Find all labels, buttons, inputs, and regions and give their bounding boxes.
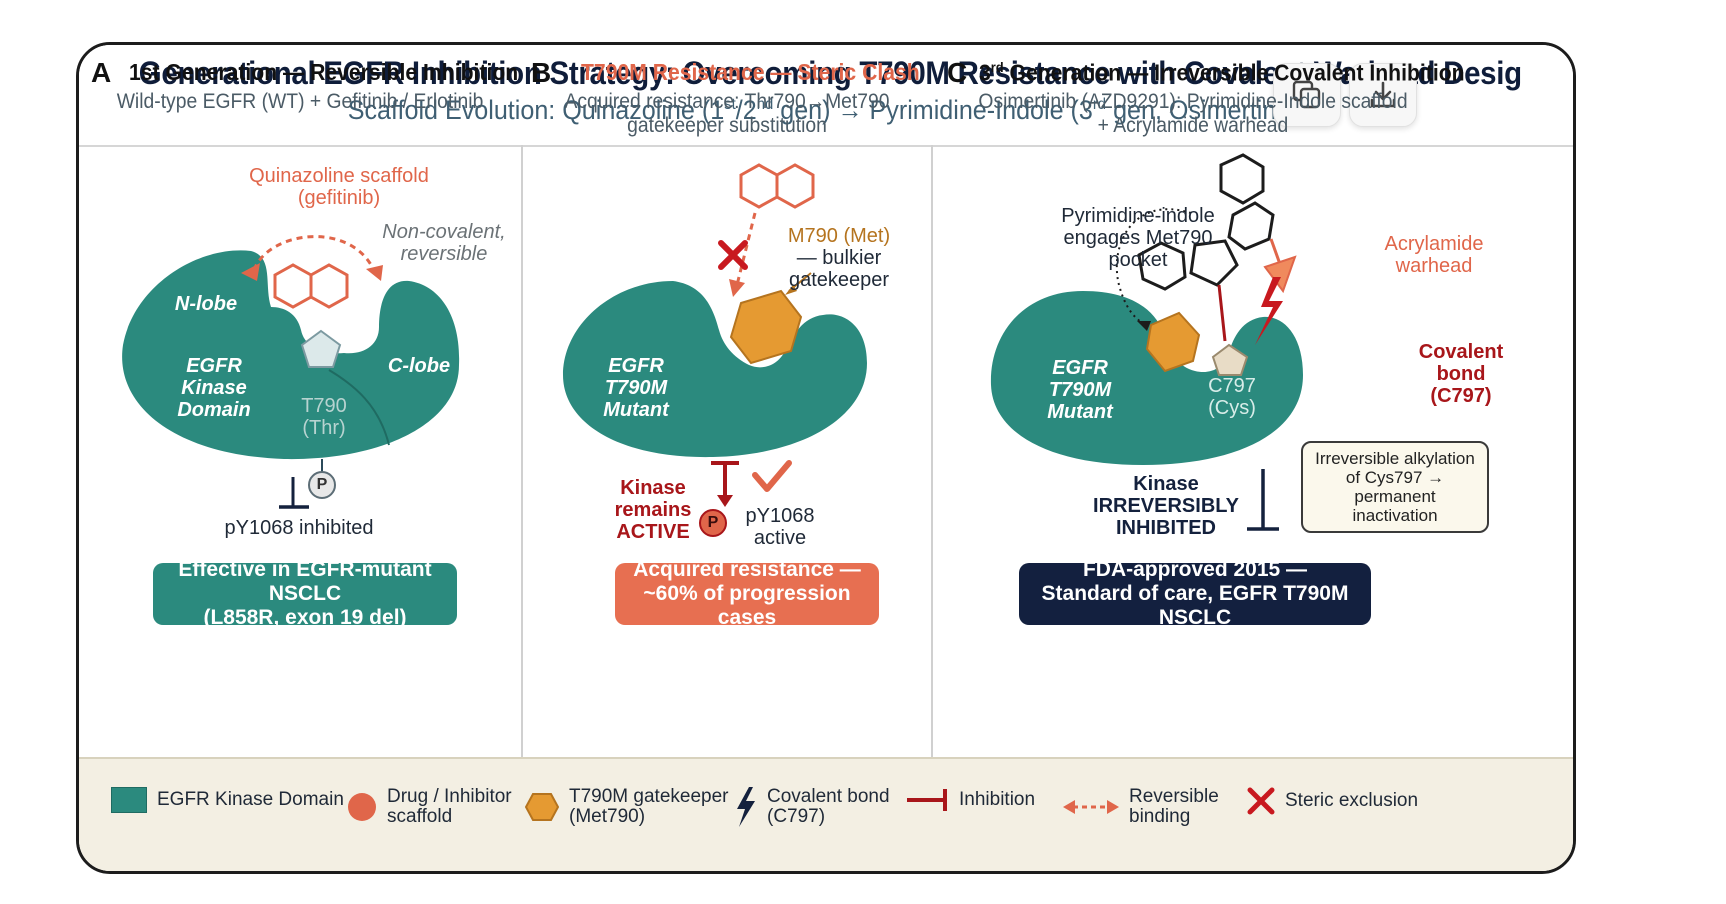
copy-icon: [1292, 80, 1321, 109]
reversible-arrow-icon: [1063, 800, 1119, 814]
download-button[interactable]: [1349, 63, 1417, 127]
quinazoline-molecule-b: [739, 163, 815, 209]
egfr-t790m-domain-shape: [563, 281, 867, 458]
met790-gatekeeper-shape: [729, 289, 803, 365]
legend-steric: Steric exclusion: [1247, 787, 1418, 815]
phospho-circle-a: [308, 471, 336, 499]
panel-a-title: 1st Generation — Reversible Inhibition: [129, 59, 519, 85]
reversible-arrow: [252, 235, 377, 274]
c-lobe-label: C-lobe: [387, 355, 451, 377]
panel-b: B T790M Resistance — Steric Clash Acquir…: [523, 45, 931, 657]
panel-a: A 1st Generation — Reversible Inhibition…: [79, 45, 521, 657]
phospho-b-label: P: [707, 514, 719, 531]
panel-divider-1: [521, 145, 523, 757]
phospho-circle-b: [699, 509, 727, 537]
covalent-bond-bolt: [1255, 277, 1283, 345]
inhibition-icon: [907, 789, 947, 811]
panel-a-diagram: [122, 235, 460, 509]
met790-gatekeeper-shape-c: [1145, 311, 1201, 373]
figure-card: Generational EGFR Inhibition Strategy: O…: [76, 42, 1576, 874]
active-check-icon: [752, 460, 792, 492]
panel-c-title: 3rd Generation — Irreversible Covalent I…: [979, 59, 1465, 86]
figure-subtitle: Scaffold Evolution: Quinazoline (1st/2nd…: [347, 95, 1305, 125]
legend-covalent: Covalent bond(C797): [733, 787, 890, 827]
lightning-icon: [737, 787, 755, 827]
egfr-kinase-domain-shape: [122, 250, 460, 460]
legend-inhibition: Inhibition: [907, 787, 1035, 813]
gatekeeper-swatch-icon: [525, 793, 559, 821]
panel-c: C 3rd Generation — Irreversible Covalent…: [933, 45, 1573, 657]
panel-c-diagram: [990, 153, 1303, 531]
panel-b-title: T790M Resistance — Steric Clash: [581, 59, 920, 85]
download-icon: [1370, 81, 1396, 108]
c797-label: C797(Cys): [1208, 375, 1256, 419]
panel-a-subtitle: Wild-type EGFR (WT) + Gefitinib / Erloti…: [116, 90, 484, 113]
legend-kinase: EGFR Kinase Domain: [111, 787, 344, 813]
panel-b-diagram: [563, 163, 867, 537]
quinazoline-label: Quinazoline scaffold(gefitinib): [249, 165, 429, 209]
panel-divider-2: [931, 145, 933, 757]
copy-button[interactable]: [1273, 63, 1341, 127]
c797-residue-shape: [1211, 343, 1249, 376]
t790-label: T790(Thr): [301, 395, 347, 439]
x-mark-icon: [1247, 787, 1275, 815]
n-lobe-label: N-lobe: [174, 293, 238, 315]
banner-b: Acquired resistance —~60% of progression…: [615, 558, 879, 629]
figure-header: Generational EGFR Inhibition Strategy: O…: [79, 45, 1573, 147]
kinase-swatch-icon: [111, 787, 147, 813]
t790-residue-shape: [300, 329, 342, 368]
readout-a: pY1068 inhibited: [224, 517, 374, 539]
panel-c-letter: C: [947, 57, 968, 88]
panel-b-letter: B: [531, 57, 552, 88]
legend-gatekeeper: T790M gatekeeper(Met790): [525, 787, 729, 827]
banner-c: FDA-approved 2015 —Standard of care, EGF…: [1019, 558, 1371, 629]
quinazoline-molecule: [273, 263, 349, 309]
pyrimidine-indole-molecule: [1137, 153, 1275, 291]
panel-c-subtitle: Osimertinib (AZD9291): Pyrimidine-Indole…: [978, 90, 1408, 137]
banner-a: Effective in EGFR-mutant NSCLC(L858R, ex…: [153, 558, 457, 629]
steric-exclusion-icon: [718, 240, 748, 270]
panel-a-letter: A: [91, 57, 112, 88]
engage-arrow: [1115, 208, 1192, 326]
egfr-t790m-domain-shape-c: [990, 291, 1303, 465]
binding-note: Non-covalent,reversible: [382, 221, 506, 265]
phospho-a-label: P: [316, 476, 328, 493]
drug-swatch-icon: [348, 793, 376, 821]
